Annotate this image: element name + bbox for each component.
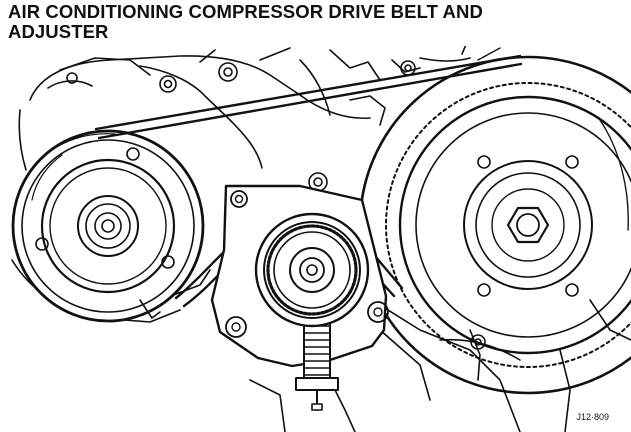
diagram-title: AIR CONDITIONING COMPRESSOR DRIVE BELT A…: [8, 1, 483, 42]
casting-bolts: [66, 60, 486, 350]
adjuster-bolt: [295, 317, 339, 411]
ac-compressor-pulley: [11, 129, 205, 323]
hose-line: [461, 46, 467, 55]
figure-code: J12·809: [576, 412, 609, 422]
crankshaft-pulley: [358, 55, 631, 395]
belt-tensioner-pulley: [254, 212, 370, 328]
